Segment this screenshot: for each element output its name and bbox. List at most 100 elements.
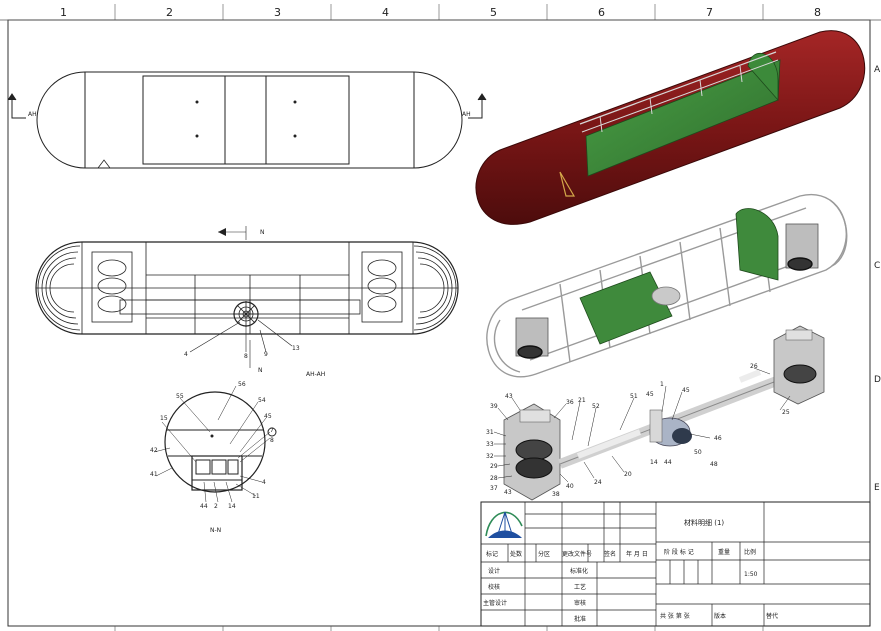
sign-row-label: 工艺 [574, 583, 586, 591]
render-exploded [503, 325, 825, 501]
callout: 55 [176, 393, 184, 400]
column-number: 4 [382, 6, 389, 19]
callout: 11 [252, 493, 260, 500]
render-frame-cage [486, 193, 848, 378]
edge-mark: A [874, 65, 881, 75]
callout: 4 [184, 351, 188, 358]
callout: 46 [714, 435, 722, 442]
callout: 29 [490, 463, 498, 470]
callout: 20 [624, 471, 632, 478]
callout: 52 [592, 403, 600, 410]
callout: 43 [505, 393, 513, 400]
callout: 42 [150, 447, 158, 454]
edge-mark: C [874, 261, 880, 271]
callout: 51 [630, 393, 638, 400]
callout: 28 [490, 475, 498, 482]
rev-header: 标记 [486, 550, 498, 558]
callout: 37 [490, 485, 498, 492]
callout: 48 [710, 461, 718, 468]
column-numbers: 1 2 3 4 5 6 7 8 A C D E [60, 4, 881, 493]
callout: 8 [270, 437, 274, 444]
scale-value: 1:50 [744, 571, 758, 578]
replace-label: 替代 [766, 612, 778, 620]
edge-mark: D [874, 375, 881, 385]
sign-row-label: 审核 [574, 599, 586, 607]
sheets-label: 共 张 第 张 [660, 612, 690, 620]
section-marker-n: N [258, 367, 263, 374]
rev-header: 分区 [538, 550, 550, 558]
company-logo [485, 511, 523, 538]
column-number: 8 [814, 6, 821, 19]
callout: 54 [258, 397, 266, 404]
section-arrow-n [218, 228, 226, 236]
callout: 45 [264, 413, 272, 420]
column-number: 1 [60, 6, 67, 19]
callout: 14 [650, 459, 658, 466]
section-ah-view [35, 241, 459, 335]
sign-row-label: 设计 [488, 567, 500, 575]
bottom-column-ticks [114, 626, 764, 631]
sign-row-label: 标准化 [570, 567, 588, 575]
edge-mark: E [874, 483, 880, 493]
column-number: 5 [490, 6, 497, 19]
sign-row-label: 主管设计 [483, 599, 507, 607]
callout: 24 [594, 479, 602, 486]
callout: 8 [244, 353, 248, 360]
callout: 2 [214, 503, 218, 510]
callout: 40 [566, 483, 574, 490]
callout: 56 [238, 381, 246, 388]
version-label: 版本 [714, 612, 726, 620]
callout: 38 [552, 491, 560, 498]
sign-row-label: 批准 [574, 615, 586, 623]
section-marker-n: N [260, 229, 265, 236]
plan-callouts [189, 226, 293, 368]
callout: 45 [682, 387, 690, 394]
top-view [7, 71, 487, 169]
scale-label: 比例 [744, 548, 756, 556]
rev-header: 签名 [604, 550, 616, 558]
callout: 15 [160, 415, 168, 422]
section-callout-leaders [153, 385, 271, 503]
rev-header: 更改文件号 [562, 550, 592, 558]
callout: 26 [750, 363, 758, 370]
callout: 44 [200, 503, 208, 510]
callout: 39 [490, 403, 498, 410]
title-block [480, 501, 871, 627]
sign-row-label: 校核 [488, 583, 500, 591]
weight-label: 重量 [718, 548, 730, 556]
callout: 50 [694, 449, 702, 456]
exploded-callout-leaders [493, 367, 791, 483]
callout: 21 [578, 397, 586, 404]
part-name: 材料明细 (1) [684, 518, 724, 527]
hull-logo-icon [559, 171, 576, 197]
column-number: 2 [166, 6, 173, 19]
callout: 1 [660, 381, 664, 388]
section-label-ah: AH-AH [306, 371, 325, 378]
callout: 9 [264, 351, 268, 358]
callout: 4 [262, 479, 266, 486]
column-number: 3 [274, 6, 281, 19]
callout: 31 [486, 429, 494, 436]
stage-label: 阶 段 标 记 [664, 548, 694, 556]
callout: 36 [566, 399, 574, 406]
section-marker-ah-right: AH [462, 111, 471, 118]
section-marker-ah-left: AH [28, 111, 37, 118]
callout: 45 [646, 391, 654, 398]
callout: 43 [504, 489, 512, 496]
column-number: 6 [598, 6, 605, 19]
section-n-view [164, 391, 277, 493]
render-hull-closed [475, 30, 866, 225]
callout: 32 [486, 453, 494, 460]
callout: 14 [228, 503, 236, 510]
callout: 33 [486, 441, 494, 448]
rev-header: 处数 [510, 550, 522, 558]
callout: 13 [292, 345, 300, 352]
callout: 7 [270, 427, 274, 434]
section-label-n: N-N [210, 527, 221, 534]
callout: 41 [150, 471, 158, 478]
rev-header: 年 月 日 [626, 550, 648, 558]
callout: 25 [782, 409, 790, 416]
callout: 44 [664, 459, 672, 466]
column-number: 7 [706, 6, 713, 19]
